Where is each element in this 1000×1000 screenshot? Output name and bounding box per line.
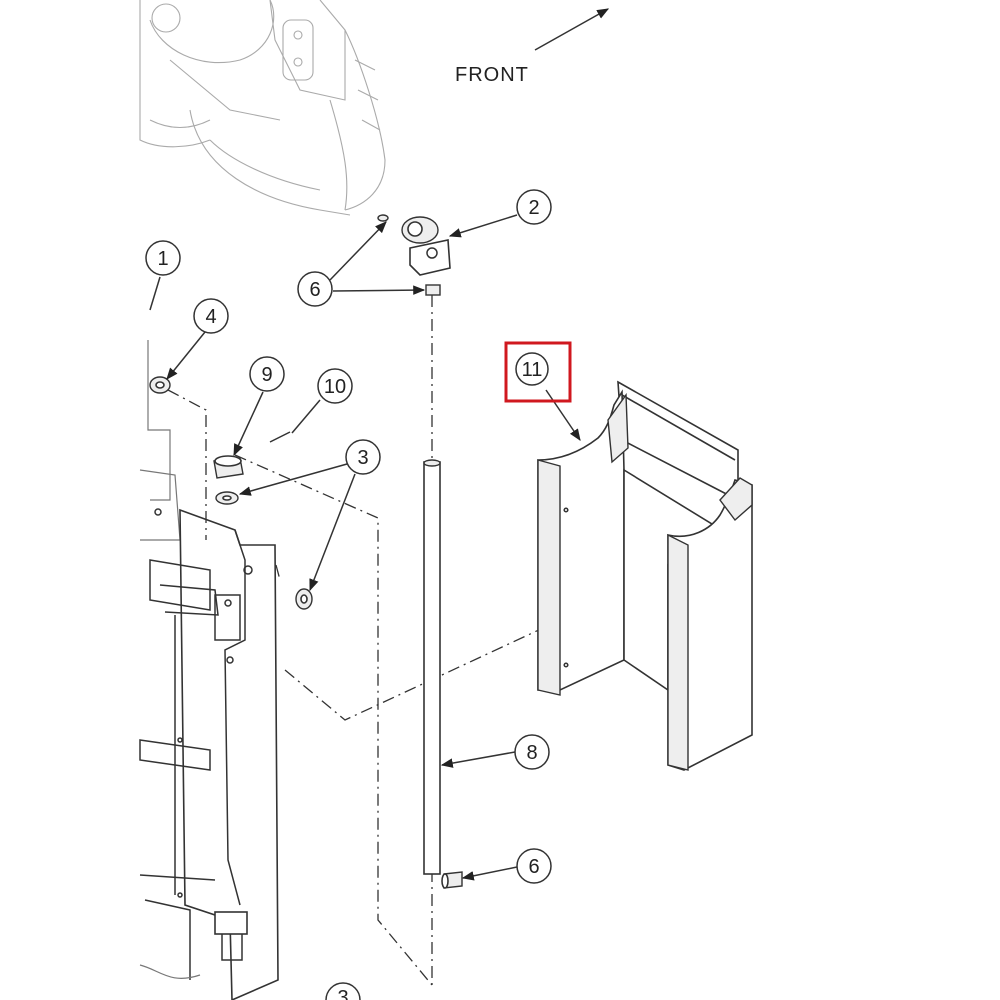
lock-nut-part-9 <box>213 455 244 479</box>
svg-text:6: 6 <box>309 279 320 301</box>
svg-text:11: 11 <box>522 359 543 381</box>
svg-text:3: 3 <box>357 447 368 469</box>
callouts: 1 2 3 3 4 6 6 8 <box>145 189 572 1000</box>
callout-1: 1 <box>145 240 181 276</box>
nut-part-4 <box>149 376 171 394</box>
callout-2: 2 <box>516 189 552 225</box>
callout-4: 4 <box>193 298 229 334</box>
svg-text:3: 3 <box>337 987 348 1000</box>
washer-part-3-upper <box>215 491 239 505</box>
callout-3-bottom: 3 <box>325 982 361 1000</box>
callout-6-lower: 6 <box>516 848 552 884</box>
svg-text:4: 4 <box>205 306 216 328</box>
svg-text:6: 6 <box>528 856 539 878</box>
callout-9: 9 <box>249 356 285 392</box>
svg-text:9: 9 <box>261 364 272 386</box>
machine-console-background <box>139 0 386 216</box>
rod-part-8 <box>423 459 441 875</box>
washer-part-3-lower <box>295 588 313 610</box>
callout-10: 10 <box>317 368 353 404</box>
shaft-collar <box>401 216 451 276</box>
svg-text:1: 1 <box>157 248 168 270</box>
screw-part-10 <box>269 431 291 443</box>
pin-part-6-lower <box>441 871 463 889</box>
leader-lines <box>149 214 581 881</box>
cover-part-11 <box>537 380 753 771</box>
frame-bracket-assembly <box>139 340 279 1000</box>
set-screw <box>377 214 389 222</box>
svg-text:10: 10 <box>324 376 346 398</box>
roll-pin-top <box>425 284 441 296</box>
front-label: FRONT <box>455 64 529 86</box>
svg-text:2: 2 <box>528 197 539 219</box>
callout-6-upper: 6 <box>297 271 333 307</box>
callout-8: 8 <box>514 734 550 770</box>
svg-text:8: 8 <box>526 742 537 764</box>
bracket-clip <box>214 911 248 935</box>
highlight-box <box>504 341 572 403</box>
callout-11-highlighted: 11 <box>504 341 572 403</box>
hardware <box>149 214 463 889</box>
front-arrow <box>534 8 610 51</box>
front-direction-indicator: FRONT <box>455 8 610 86</box>
callout-3: 3 <box>345 439 381 475</box>
